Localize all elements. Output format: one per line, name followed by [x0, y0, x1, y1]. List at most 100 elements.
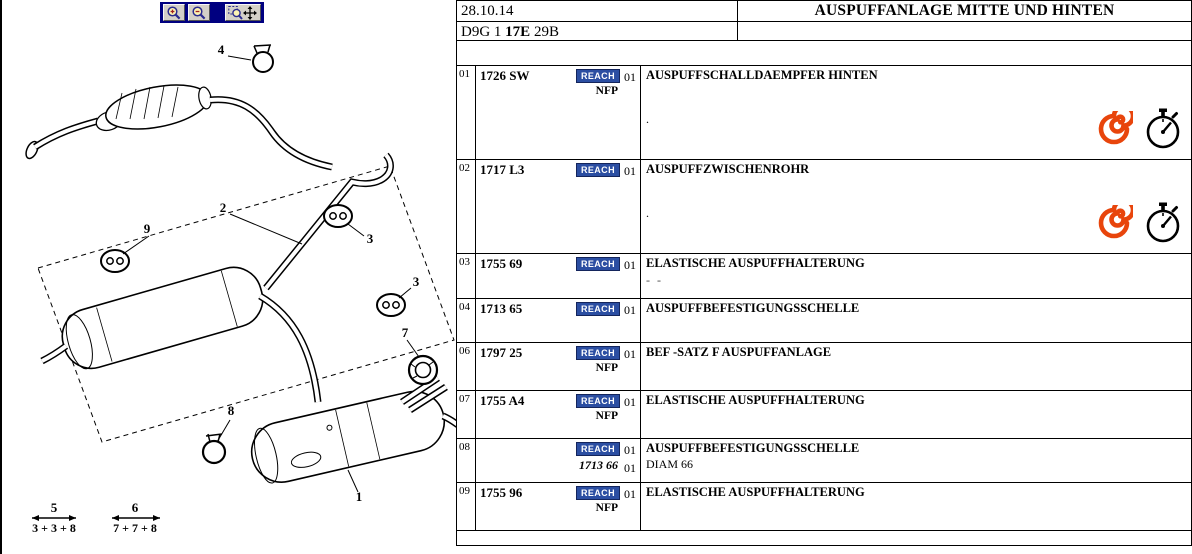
part-number: 1755 A4: [480, 393, 525, 408]
callout-2: 2: [220, 200, 227, 215]
connecting-pipe: [258, 292, 322, 403]
table-row: 07 1755 A4 REACH NFP 01 ELASTISCHE AUSPU…: [457, 391, 1191, 439]
desc-cell: BEF -SATZ F AUSPUFFANLAGE: [641, 343, 1191, 390]
zoom-in-icon: [167, 5, 181, 19]
ref-cell: 09: [457, 483, 476, 530]
alt-part-number: 1713 66: [579, 458, 618, 472]
ring-7: [407, 354, 439, 386]
code-bold: 17E: [505, 24, 531, 40]
part-number: 1726 SW: [480, 68, 530, 83]
part-number: 1755 69: [480, 256, 523, 271]
page-title: AUSPUFFANLAGE MITTE UND HINTEN: [814, 2, 1115, 19]
part-cell: 1797 25 REACH NFP: [476, 343, 622, 390]
part-description: AUSPUFFBEFESTIGUNGSSCHELLE: [646, 441, 860, 455]
part-description: AUSPUFFBEFESTIGUNGSSCHELLE: [646, 301, 860, 315]
clamp-8: [201, 433, 227, 465]
desc-cell: AUSPUFFBEFESTIGUNGSSCHELLE DIAM 66: [641, 439, 1191, 482]
part-description: ELASTISCHE AUSPUFFHALTERUNG: [646, 393, 865, 407]
qty: 01: [624, 70, 636, 84]
wear-part-coil-icon: [1098, 205, 1133, 239]
callout-3b: 3: [413, 274, 420, 289]
reach-badge[interactable]: REACH: [575, 346, 620, 360]
clamp-4: [252, 44, 274, 73]
rubber-mount-3a: [323, 204, 353, 228]
row-icons: [1095, 202, 1181, 244]
legend-formula-6: 7 + 7 + 8: [113, 521, 157, 535]
part-cell: 1755 A4 REACH NFP: [476, 391, 622, 438]
table-row: 03 1755 69 REACH 01 ELASTISCHE AUSPUFFHA…: [457, 254, 1191, 299]
ref-cell: 01: [457, 66, 476, 159]
qty: 01: [624, 303, 636, 317]
desc-cell: AUSPUFFSCHALLDAEMPFER HINTEN .: [641, 66, 1191, 159]
qty-cell: 01: [622, 343, 641, 390]
table-row: 01 1726 SW REACH NFP 01 AUSPUFFSCHALLDAE…: [457, 66, 1191, 160]
part-number: 1797 25: [480, 345, 523, 360]
zoom-window-pan-button[interactable]: [225, 4, 261, 21]
leader-lines: [122, 55, 420, 493]
zoom-in-button[interactable]: [163, 4, 185, 21]
qty-cell: 01: [622, 483, 641, 530]
nfp-label: NFP: [595, 362, 618, 374]
table-row: 08 REACH 1713 66 01 01 AUSPUFFBEFESTIGUN…: [457, 439, 1191, 483]
qty-cell: 01: [622, 254, 641, 298]
reach-badge[interactable]: REACH: [575, 302, 620, 316]
rubber-mount-3b: [376, 293, 406, 317]
legend-num-5: 5: [51, 500, 58, 515]
code-suffix: 29B: [530, 24, 559, 40]
ref-cell: 07: [457, 391, 476, 438]
reach-badge[interactable]: REACH: [575, 394, 620, 408]
qty-cell: 01 01: [622, 439, 641, 482]
parts-table: 01 1726 SW REACH NFP 01 AUSPUFFSCHALLDAE…: [457, 65, 1191, 531]
part-description: ELASTISCHE AUSPUFFHALTERUNG: [646, 485, 865, 499]
ref-cell: 02: [457, 160, 476, 253]
callout-4: 4: [218, 42, 225, 57]
diagram-pane: 4 2 9 3 3 7 8 1 5 3 + 3 + 8 6 7 + 7 + 8: [0, 0, 456, 554]
nfp-label: NFP: [595, 502, 618, 514]
stopwatch-icon: [1146, 108, 1180, 149]
part-cell: 1755 96 REACH NFP: [476, 483, 622, 530]
legend-num-6: 6: [132, 500, 139, 515]
table-row: 09 1755 96 REACH NFP 01 ELASTISCHE AUSPU…: [457, 483, 1191, 531]
exhaust-diagram: 4 2 9 3 3 7 8 1 5 3 + 3 + 8 6 7 + 7 + 8: [25, 42, 456, 535]
reach-badge[interactable]: REACH: [575, 163, 620, 177]
qty-cell: 01: [622, 160, 641, 253]
callout-8: 8: [228, 403, 235, 418]
part-description: BEF -SATZ F AUSPUFFANLAGE: [646, 345, 832, 359]
part-cell: 1726 SW REACH NFP: [476, 66, 622, 159]
code-prefix: D9G 1: [461, 24, 506, 40]
reach-badge[interactable]: REACH: [575, 257, 620, 271]
reach-badge[interactable]: REACH: [575, 442, 620, 456]
middle-muffler: [40, 266, 264, 370]
qty-cell: 01: [622, 299, 641, 342]
callout-7: 7: [402, 325, 409, 340]
part-number: 1713 65: [480, 301, 523, 316]
qty: 01: [624, 164, 636, 178]
desc-cell: ELASTISCHE AUSPUFFHALTERUNG - -: [641, 254, 1191, 298]
part-description: AUSPUFFSCHALLDAEMPFER HINTEN: [646, 68, 878, 82]
zoom-out-icon: [192, 5, 206, 19]
table-row: 04 1713 65 REACH 01 AUSPUFFBEFESTIGUNGSS…: [457, 299, 1191, 343]
zoom-window-pan-icon: [228, 5, 257, 20]
part-description: ELASTISCHE AUSPUFFHALTERUNG: [646, 256, 865, 270]
qty-cell: 01: [622, 391, 641, 438]
dashed-reference-box: [37, 165, 455, 443]
part-cell: 1755 69 REACH: [476, 254, 622, 298]
reach-badge[interactable]: REACH: [575, 486, 620, 500]
part-description-2: DIAM 66: [646, 457, 693, 471]
nfp-label: NFP: [595, 85, 618, 97]
reach-badge[interactable]: REACH: [575, 69, 620, 83]
desc-cell: AUSPUFFZWISCHENROHR .: [641, 160, 1191, 253]
zoom-out-button[interactable]: [188, 4, 210, 21]
table-row: 06 1797 25 REACH NFP 01 BEF -SATZ F AUSP…: [457, 343, 1191, 391]
rubber-mount-9: [100, 249, 130, 273]
part-cell: 1717 L3 REACH: [476, 160, 622, 253]
catalytic-converter: [105, 84, 212, 130]
part-number: 1755 96: [480, 485, 523, 500]
ref-cell: 04: [457, 299, 476, 342]
part-description: AUSPUFFZWISCHENROHR: [646, 162, 810, 176]
wear-part-coil-icon: [1098, 111, 1133, 145]
row-note: .: [646, 206, 649, 220]
row-icons: [1095, 108, 1181, 150]
header-row-1: 28.10.14 AUSPUFFANLAGE MITTE UND HINTEN: [457, 1, 1191, 22]
nfp-label: NFP: [595, 410, 618, 422]
